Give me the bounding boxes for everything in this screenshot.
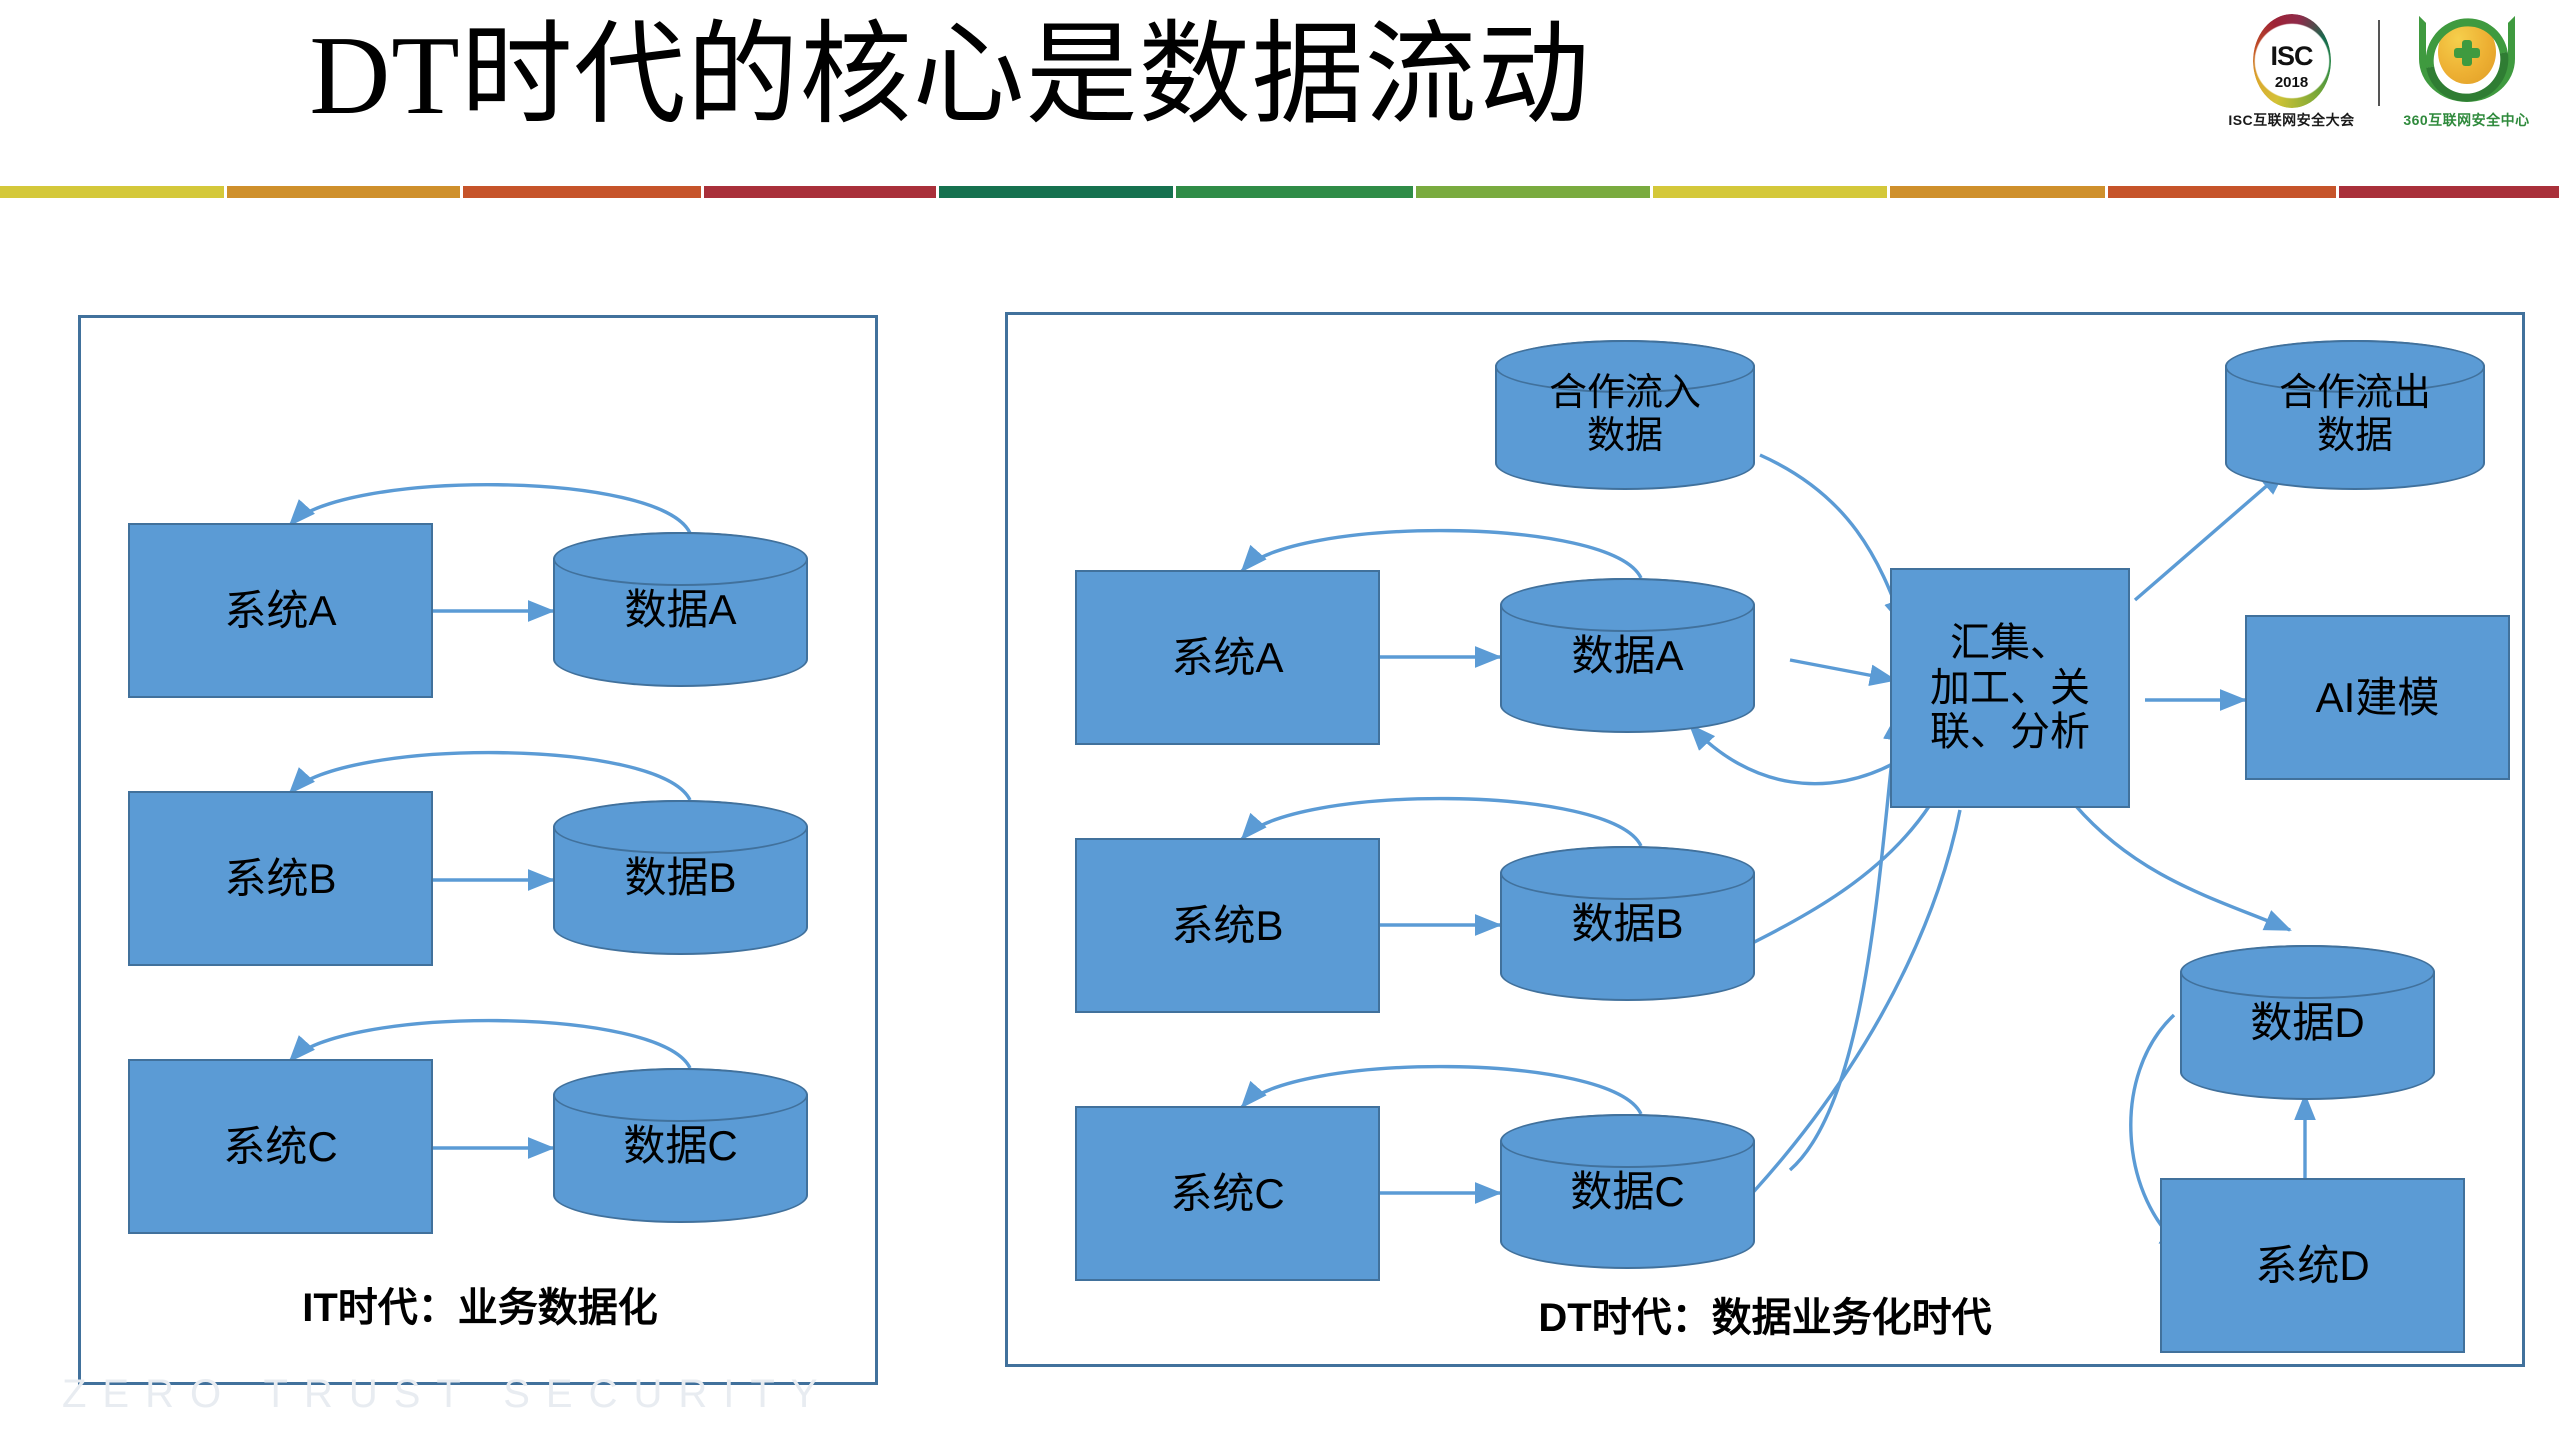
cylinder-top (1500, 578, 1755, 633)
rule-bar-segment-3 (704, 186, 936, 198)
cylinder-top (1500, 1114, 1755, 1169)
it-node-data-c[interactable]: 数据C (553, 1068, 808, 1223)
cylinder-top (1500, 846, 1755, 901)
logo-divider (2378, 20, 2380, 106)
node-label: 汇集、 加工、关 联、分析 (1930, 620, 2090, 755)
isc-logo: ISC 2018 ISC互联网安全大会 (2219, 14, 2364, 130)
node-label: 合作流出 数据 (2278, 372, 2431, 457)
dt-node-ai-modeling[interactable]: AI建模 (2245, 615, 2510, 780)
rule-bar-segment-5 (1175, 186, 1414, 198)
rule-bar-segment-6 (1416, 186, 1650, 198)
isc-logo-caption: ISC互联网安全大会 (2228, 112, 2355, 128)
node-label: 合作流入 数据 (1548, 372, 1701, 457)
it-node-data-b[interactable]: 数据B (553, 800, 808, 955)
node-label: 系统C (1170, 1169, 1285, 1217)
node-label: 数据A (1571, 631, 1684, 679)
cylinder-top (553, 532, 808, 587)
rule-bar-segment-1 (226, 186, 461, 198)
it-node-system-a[interactable]: 系统A (128, 523, 433, 698)
dt-node-data-a[interactable]: 数据A (1500, 578, 1755, 733)
cylinder-top (553, 800, 808, 855)
logo-area: ISC 2018 ISC互联网安全大会 360互联网安全中心 (2219, 2, 2539, 130)
rule-bar-segment-10 (2339, 186, 2559, 198)
node-label: 系统A (224, 586, 337, 634)
watermark-text: ZERO TRUST SECURITY (62, 1372, 834, 1416)
node-label: 数据B (624, 853, 737, 901)
node-label: 数据B (1571, 899, 1684, 947)
node-label: 数据C (623, 1121, 738, 1169)
dt-node-data-c[interactable]: 数据C (1500, 1114, 1755, 1269)
it-era-caption: IT时代：业务数据化 (302, 1286, 658, 1330)
rule-bar-segment-8 (1889, 186, 2106, 198)
qihoo-emblem-icon (2408, 2, 2525, 118)
node-label: 数据C (1570, 1167, 1685, 1215)
isc-ring-icon: ISC 2018 (2253, 14, 2331, 108)
node-label: 数据A (624, 585, 737, 633)
node-label: AI建模 (2315, 673, 2440, 721)
rule-bar-segment-4 (938, 186, 1173, 198)
page-title: DT时代的核心是数据流动 (309, 14, 1591, 138)
qihoo-logo-caption: 360互联网安全中心 (2403, 112, 2530, 128)
wreath-icon (2418, 16, 2515, 102)
node-label: 系统B (224, 854, 337, 902)
dt-node-data-d[interactable]: 数据D (2180, 945, 2435, 1100)
it-node-system-c[interactable]: 系统C (128, 1059, 433, 1234)
dt-node-system-b[interactable]: 系统B (1075, 838, 1380, 1013)
cylinder-top (2180, 945, 2435, 1000)
dt-node-partner-outflow-data[interactable]: 合作流出 数据 (2225, 340, 2485, 490)
rule-bar-segment-2 (463, 186, 702, 198)
dt-node-processing-hub[interactable]: 汇集、 加工、关 联、分析 (1890, 568, 2130, 808)
cylinder-top (553, 1068, 808, 1123)
dt-node-partner-inflow-data[interactable]: 合作流入 数据 (1495, 340, 1755, 490)
dt-node-system-c[interactable]: 系统C (1075, 1106, 1380, 1281)
cross-icon (2453, 40, 2480, 66)
it-node-data-a[interactable]: 数据A (553, 532, 808, 687)
node-label: 系统C (223, 1122, 338, 1170)
rule-bar-segment-9 (2108, 186, 2337, 198)
color-rule-bar (0, 186, 2559, 198)
qihoo-logo: 360互联网安全中心 (2394, 2, 2539, 130)
node-label: 系统D (2255, 1241, 2370, 1289)
isc-mark-text: ISC (2270, 40, 2313, 71)
isc-year-text: 2018 (2274, 73, 2309, 91)
dt-node-system-a[interactable]: 系统A (1075, 570, 1380, 745)
node-label: 系统B (1171, 901, 1284, 949)
node-label: 系统A (1171, 633, 1284, 681)
rule-bar-segment-0 (0, 186, 224, 198)
it-node-system-b[interactable]: 系统B (128, 791, 433, 966)
dt-node-system-d[interactable]: 系统D (2160, 1178, 2465, 1353)
node-label: 数据D (2250, 998, 2365, 1046)
dt-era-caption: DT时代：数据业务化时代 (1538, 1296, 1992, 1340)
dt-node-data-b[interactable]: 数据B (1500, 846, 1755, 1001)
rule-bar-segment-7 (1652, 186, 1887, 198)
